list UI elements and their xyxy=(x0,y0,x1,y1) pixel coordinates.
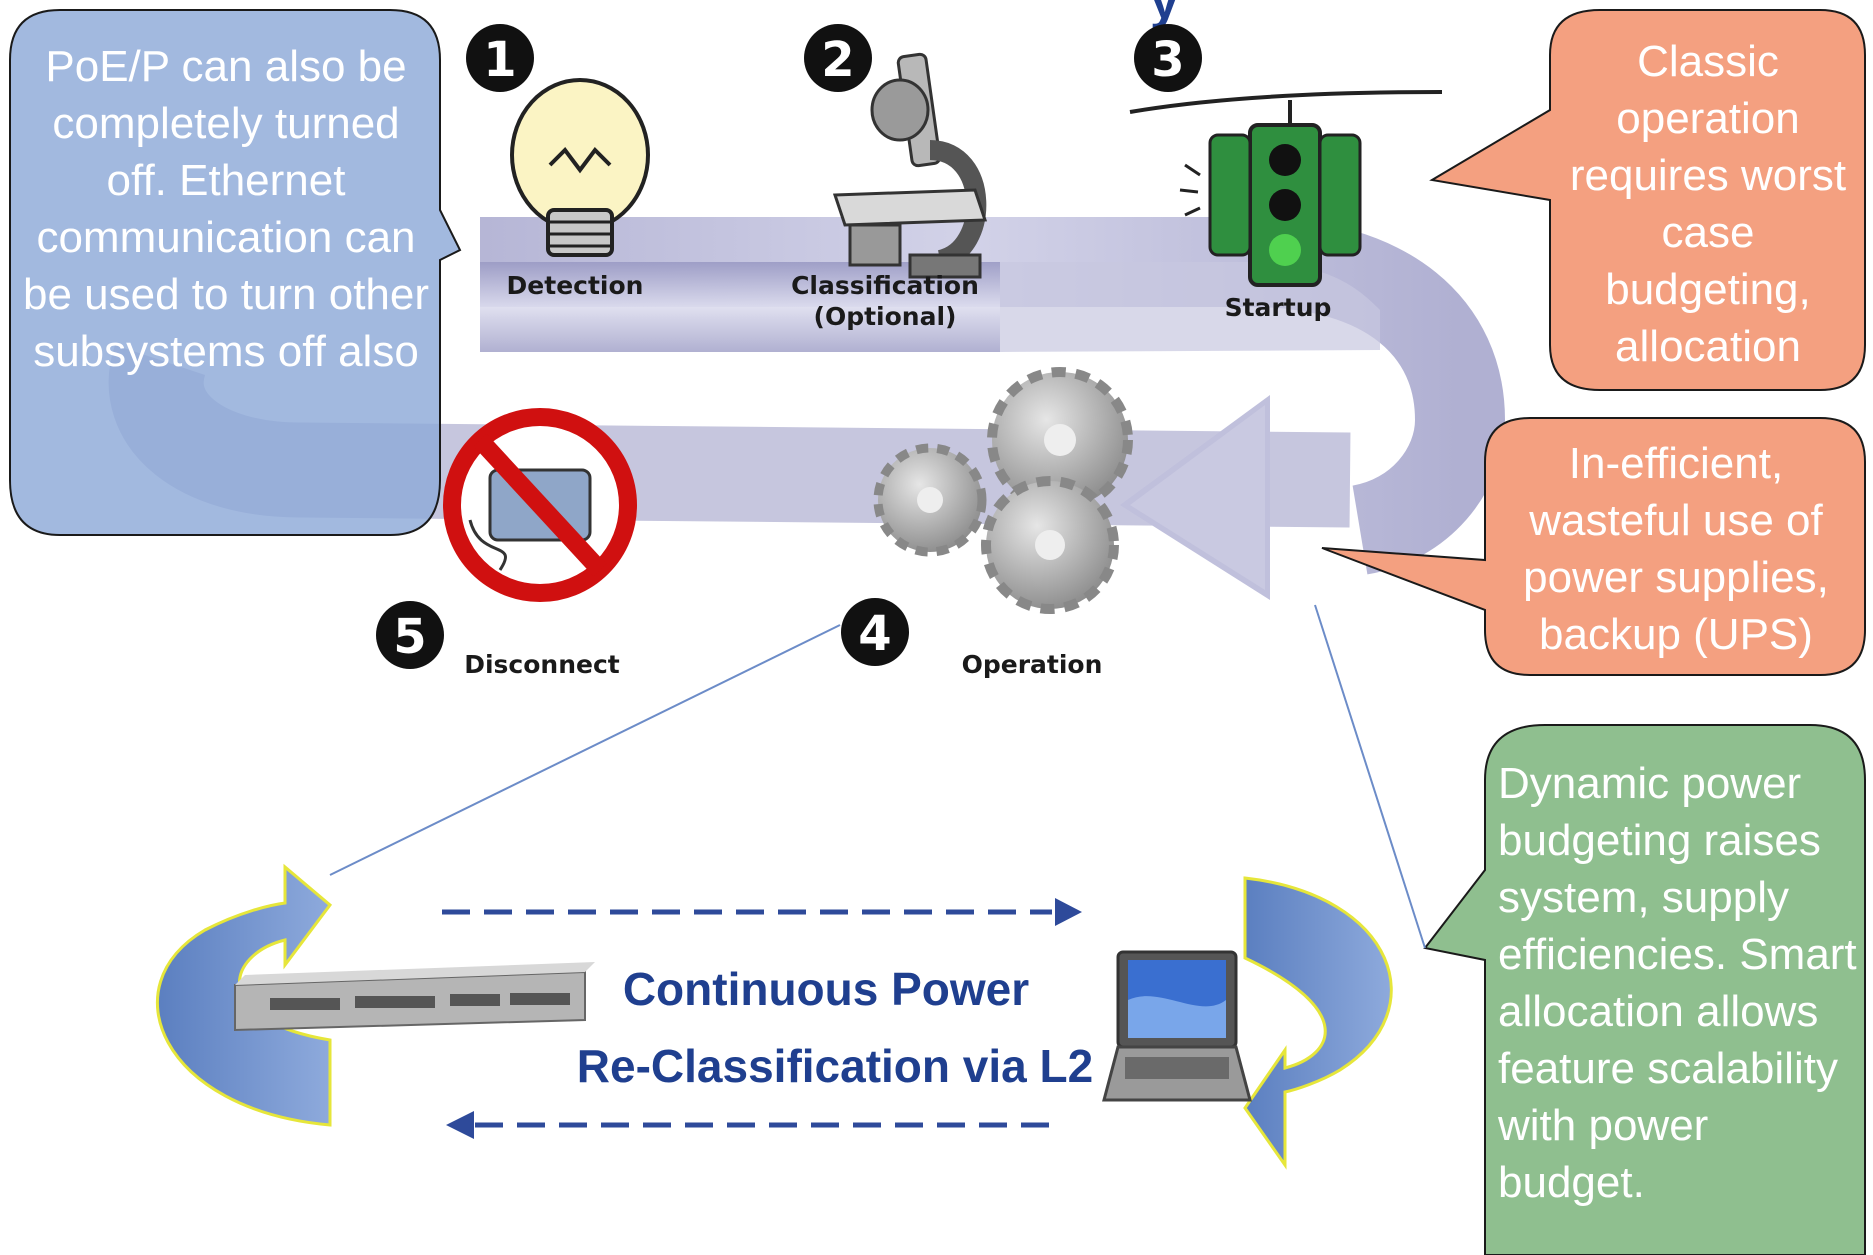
stage-detection-label: Detection xyxy=(507,271,644,300)
step-4-number: 4 xyxy=(858,606,891,662)
inefficient-callout-bubble xyxy=(1321,417,1866,676)
classic-callout-text: Classic operation requires worst case bu… xyxy=(1569,37,1847,371)
step-5-number: 5 xyxy=(393,609,426,665)
no-entry-icon xyxy=(443,408,637,602)
network-switch-icon xyxy=(234,962,595,1032)
step-3-marker xyxy=(1134,24,1202,92)
dynamic-callout-text: Dynamic power budgeting raises system, s… xyxy=(1498,759,1857,1207)
stage-classification-label: Classification xyxy=(791,271,979,300)
dynamic-callout-bubble xyxy=(1423,724,1866,1255)
inefficient-callout-text: In-efficient, wasteful use of power supp… xyxy=(1523,439,1829,659)
stage-operation: 4 Operation xyxy=(841,367,1133,679)
stage-startup: 3 Startup xyxy=(1129,24,1443,322)
step-5-marker xyxy=(376,601,444,669)
lightbulb-icon xyxy=(510,78,650,257)
poe-off-callout-text: PoE/P can also be completely turned off.… xyxy=(22,42,430,376)
step-4-marker xyxy=(841,598,909,666)
caption-line-1: Continuous Power xyxy=(623,963,1029,1015)
poe-off-callout-bubble xyxy=(9,9,462,536)
stage-classification-sublabel: (Optional) xyxy=(814,302,957,331)
stage-detection: 1 Detection xyxy=(466,24,650,300)
stage-startup-label: Startup xyxy=(1225,293,1332,322)
step-3-number: 3 xyxy=(1151,32,1184,88)
right-cycle-arrow xyxy=(1243,876,1393,1170)
stage-disconnect-label: Disconnect xyxy=(464,650,620,679)
stage-operation-label: Operation xyxy=(962,650,1103,679)
connector-line-left xyxy=(329,624,841,876)
stage-disconnect: 5 Disconnect xyxy=(376,408,637,679)
microscope-icon xyxy=(832,52,988,279)
step-2-marker xyxy=(804,24,872,92)
stage-classification: 2 Classification (Optional) xyxy=(791,24,988,331)
traffic-light-icon xyxy=(1129,90,1443,287)
step-1-marker xyxy=(466,24,534,92)
gears-icon xyxy=(873,367,1133,614)
classic-callout-bubble xyxy=(1429,9,1866,391)
laptop-icon xyxy=(1102,950,1252,1102)
step-1-number: 1 xyxy=(483,32,516,88)
caption-line-2: Re-Classification via L2 xyxy=(577,1040,1093,1092)
connector-line-right xyxy=(1314,604,1426,949)
dashed-arrow-right xyxy=(442,898,1082,926)
dashed-arrow-left xyxy=(446,1111,1055,1139)
step-2-number: 2 xyxy=(821,32,854,88)
